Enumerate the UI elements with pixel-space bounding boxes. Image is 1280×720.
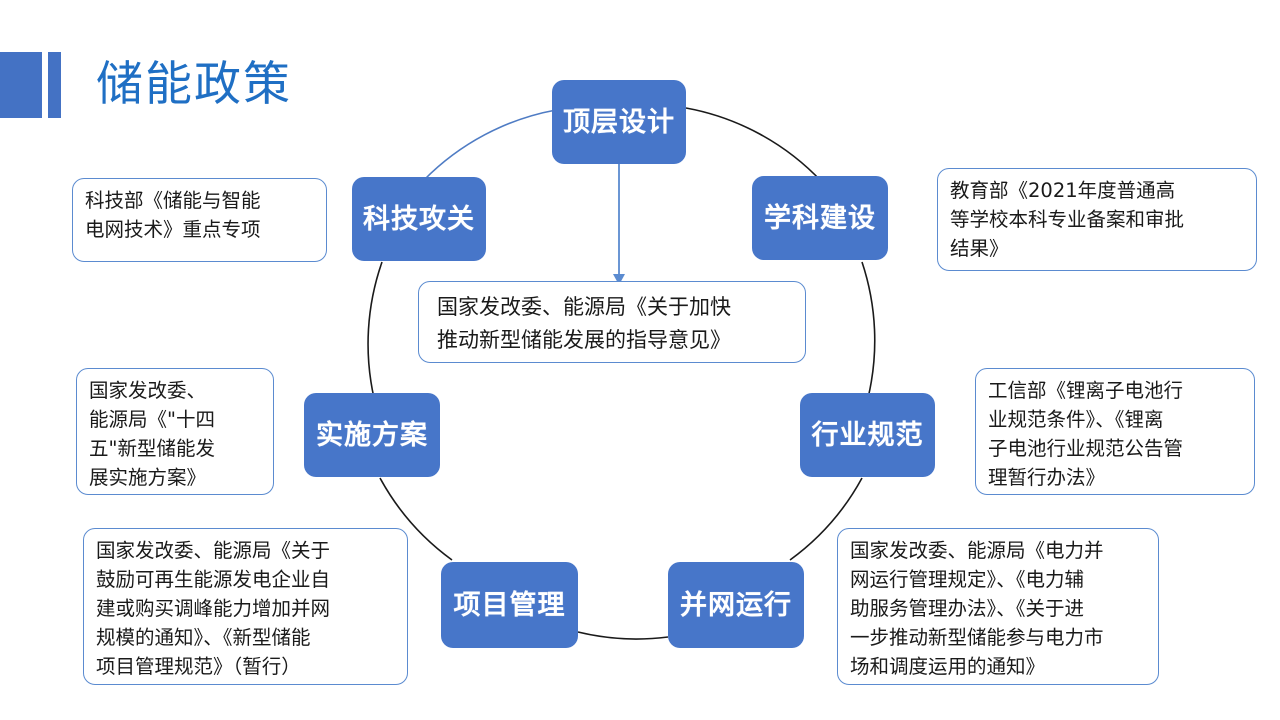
callout-grid-connection: 国家发改委、能源局《电力并 网运行管理规定》、《电力辅 助服务管理办法》、《关于… bbox=[837, 528, 1159, 685]
node-industry-standards[interactable]: 行业规范 bbox=[800, 393, 935, 477]
node-grid-connection[interactable]: 并网运行 bbox=[668, 562, 804, 648]
node-implementation-plan[interactable]: 实施方案 bbox=[304, 393, 440, 477]
arc-tech-to-design bbox=[423, 109, 557, 181]
arc-design-to-discipline bbox=[685, 107, 823, 183]
callout-implementation-plan: 国家发改委、 能源局《"十四 五"新型储能发 展实施方案》 bbox=[76, 368, 274, 495]
node-discipline-building[interactable]: 学科建设 bbox=[752, 176, 888, 260]
node-tech-research[interactable]: 科技攻关 bbox=[352, 177, 486, 261]
page-title: 储能政策 bbox=[96, 57, 292, 112]
center-note-callout: 国家发改委、能源局《关于加快 推动新型储能发展的指导意见》 bbox=[418, 281, 806, 363]
title-accent-bar-thin bbox=[48, 52, 61, 118]
callout-discipline-building: 教育部《2021年度普通高 等学校本科专业备案和审批 结果》 bbox=[937, 168, 1257, 271]
arc-implementation-to-tech bbox=[367, 261, 383, 399]
node-top-level-design[interactable]: 顶层设计 bbox=[552, 80, 686, 164]
callout-industry-standards: 工信部《锂离子电池行 业规范条件》、《锂离 子电池行业规范公告管 理暂行办法》 bbox=[975, 368, 1255, 495]
title-accent-bar-wide bbox=[0, 52, 42, 118]
callout-project-management: 国家发改委、能源局《关于 鼓励可再生能源发电企业自 建或购买调峰能力增加并网 规… bbox=[83, 528, 408, 685]
node-project-management[interactable]: 项目管理 bbox=[441, 562, 578, 648]
arc-grid-to-project bbox=[577, 631, 669, 640]
callout-tech-research: 科技部《储能与智能 电网技术》重点专项 bbox=[72, 178, 327, 262]
arc-discipline-to-standards bbox=[861, 261, 876, 399]
